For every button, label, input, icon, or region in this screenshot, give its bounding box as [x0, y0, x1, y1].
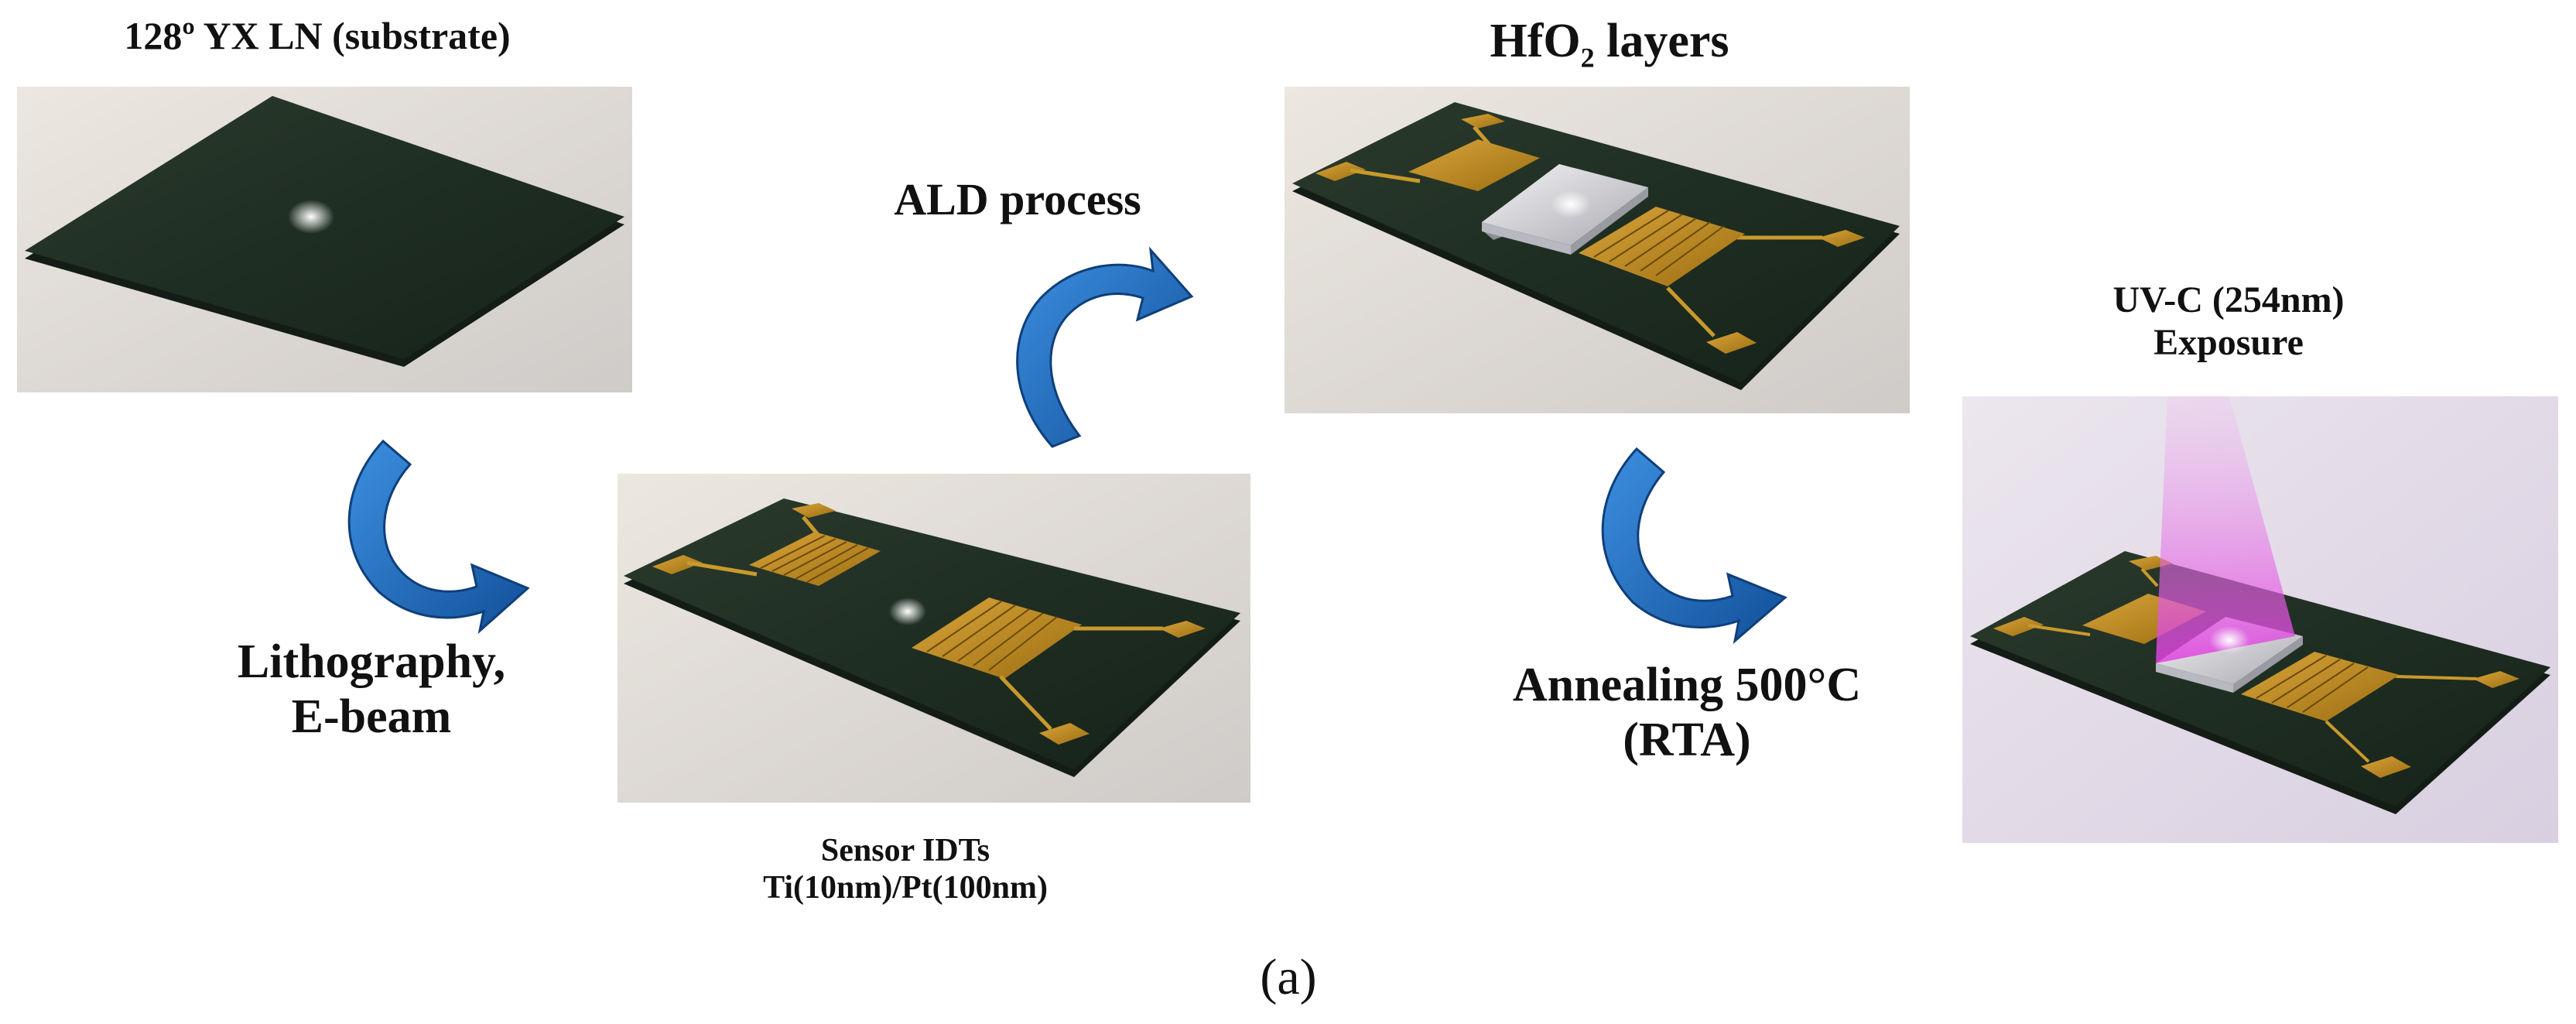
label-uvc-line1: UV-C (254nm): [2112, 279, 2345, 320]
label-idt-line1: Sensor IDTs: [820, 833, 990, 868]
label-anneal-line1: Annealing 500°C: [1512, 659, 1862, 711]
panel-hfo2-layers: [1285, 87, 1910, 413]
label-hfo2-sub: 2: [1580, 42, 1595, 74]
label-ald-process: ALD process: [894, 174, 1141, 224]
label-idt-line2: Ti(10nm)/Pt(100nm): [763, 870, 1048, 906]
label-sensor-idts: Sensor IDTs Ti(10nm)/Pt(100nm): [743, 832, 1068, 907]
label-litho-line2: E-beam: [291, 690, 452, 744]
label-hfo2-layers: HfO2 layers: [1292, 14, 1927, 74]
panel-substrate: [17, 87, 632, 392]
label-hfo2-main: HfO: [1490, 15, 1581, 67]
panel-uvc-exposure: [1962, 396, 2558, 843]
label-lithography: Lithography, E-beam: [155, 635, 588, 745]
label-annealing: Annealing 500°C (RTA): [1447, 658, 1927, 769]
label-anneal-line2: (RTA): [1623, 714, 1751, 767]
label-hfo2-rest: layers: [1594, 15, 1729, 67]
label-uvc-line2: Exposure: [2154, 322, 2304, 364]
label-substrate: 128º YX LN (substrate): [124, 14, 511, 57]
label-litho-line1: Lithography,: [237, 635, 506, 688]
label-uvc: UV-C (254nm) Exposure: [1981, 279, 2476, 364]
process-arrow-ald: [979, 244, 1196, 453]
process-arrow-lithography: [325, 433, 534, 635]
panel-sensor-idts: [617, 474, 1250, 803]
process-arrow-annealing: [1575, 441, 1791, 646]
label-panel-a: (a): [1260, 949, 1317, 1005]
